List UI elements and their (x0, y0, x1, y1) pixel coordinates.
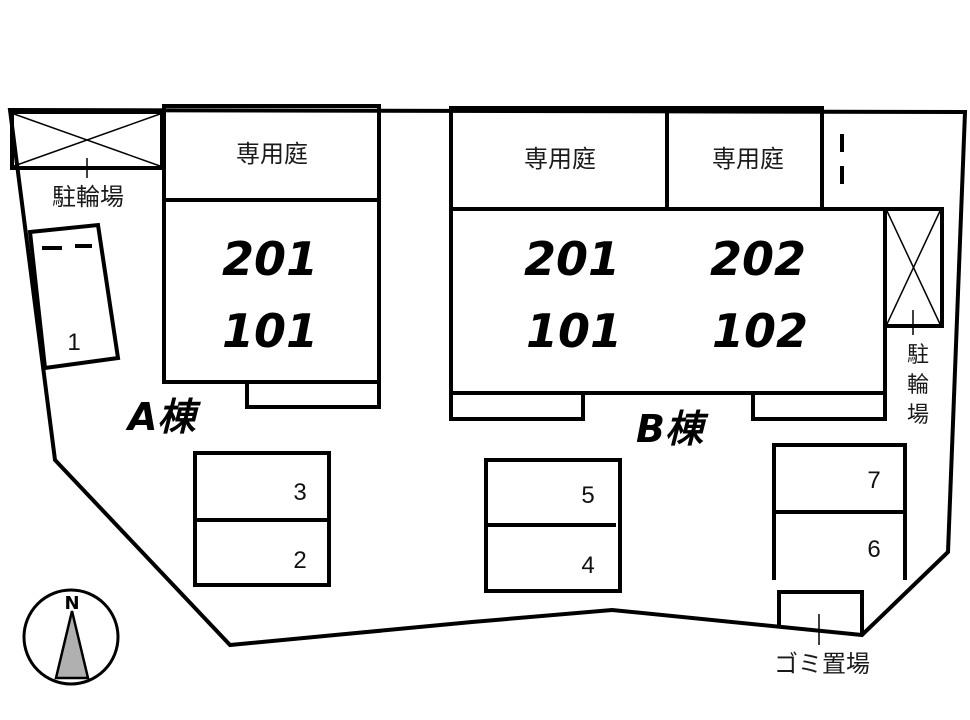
parking-space-3: 3 (293, 479, 306, 506)
site-boundary (7, 107, 968, 648)
building-b: 専用庭 専用庭 201 202 101 102 (449, 106, 887, 421)
private-garden-label: 専用庭 (712, 145, 784, 173)
unit-201: 201 (524, 232, 620, 286)
bicycle-parking-label: 駐輪場 (52, 183, 124, 211)
private-garden-label: 専用庭 (236, 140, 308, 168)
compass-icon: N (22, 588, 120, 686)
svg-text:1: 1 (67, 329, 80, 356)
garbage-area (777, 590, 864, 645)
unit-102: 102 (712, 304, 808, 358)
unit-201: 201 (222, 232, 318, 286)
building-a-label: A棟 (125, 395, 201, 439)
parking-spaces-6-7: 7 6 (772, 443, 907, 580)
unit-202: 202 (710, 232, 806, 286)
parking-space-1: 1 (27, 222, 121, 371)
private-garden-label: 専用庭 (524, 145, 596, 173)
svg-text:場: 場 (907, 403, 929, 428)
parking-spaces-4-5: 5 4 (484, 458, 622, 593)
parking-spaces-2-3: 3 2 (193, 451, 331, 587)
parking-space-5: 5 (581, 482, 594, 509)
bicycle-parking-right: 駐 輪 場 (883, 207, 944, 428)
parking-space-4: 4 (581, 552, 594, 579)
parking-space-7: 7 (867, 467, 880, 494)
unit-101: 101 (526, 304, 622, 358)
unit-101: 101 (222, 304, 318, 358)
garbage-area-label: ゴミ置場 (774, 650, 870, 678)
parking-space-6: 6 (867, 536, 880, 563)
bicycle-parking-left (10, 110, 164, 178)
building-a: 専用庭 201 101 (162, 104, 381, 409)
building-b-label: B棟 (636, 407, 709, 451)
svg-text:駐: 駐 (907, 343, 929, 368)
parking-space-2: 2 (293, 547, 306, 574)
compass-north-label: N (64, 593, 79, 614)
svg-text:輪: 輪 (907, 373, 929, 398)
